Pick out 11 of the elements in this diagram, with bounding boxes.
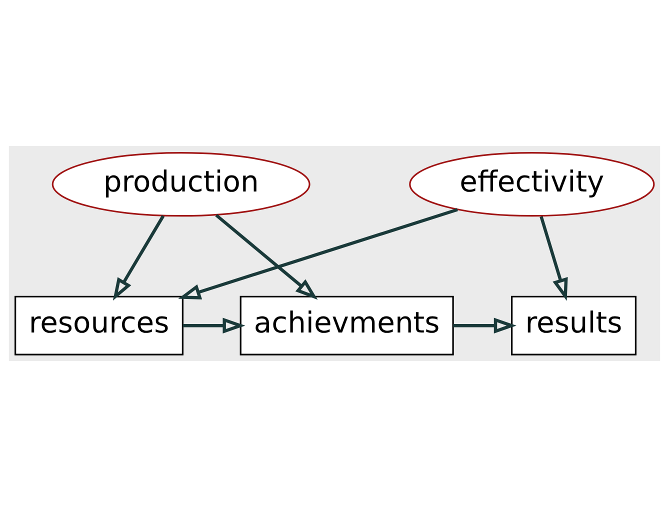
node-ellipse: effectivity (409, 151, 655, 216)
arrow (540, 216, 568, 300)
node-box: results (511, 295, 637, 355)
arrow (215, 213, 318, 300)
arrow (453, 317, 516, 333)
arrow (112, 214, 165, 300)
arrow (178, 208, 458, 299)
node-ellipse: production (52, 151, 310, 216)
arrow (182, 317, 246, 333)
node-box: achievments (240, 295, 454, 355)
node-box: resources (14, 295, 184, 355)
